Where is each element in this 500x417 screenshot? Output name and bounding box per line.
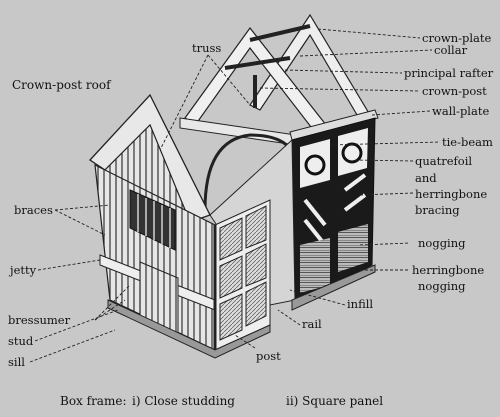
label-and: and — [415, 171, 437, 185]
label-bracing: bracing — [415, 203, 460, 217]
label-jetty: jetty — [10, 263, 37, 277]
close-studding-building — [89, 93, 271, 359]
label-infill: infill — [347, 297, 374, 311]
label-herringbone: herringbone — [415, 187, 488, 201]
square-panel-building — [179, 13, 379, 311]
label-braces: braces — [14, 203, 53, 217]
label-wall-plate: wall-plate — [432, 104, 490, 118]
label-tie-beam: tie-beam — [442, 135, 493, 149]
collar — [224, 56, 291, 70]
label-quatrefoil: quatrefoil — [415, 154, 473, 168]
window — [129, 189, 176, 251]
caption-prefix: Box frame: — [60, 394, 127, 408]
diagram-title: Crown-post roof — [12, 78, 111, 92]
wall-plate — [289, 109, 379, 141]
label-post: post — [256, 349, 281, 363]
crown-plate — [249, 24, 311, 42]
label-nogging: nogging — [418, 236, 466, 250]
sill — [107, 299, 271, 359]
label-crown-post: crown-post — [422, 84, 487, 98]
leader-lines — [29, 28, 441, 363]
label-crown-plate: crown-plate — [422, 31, 492, 45]
caption-square-panel: ii) Square panel — [286, 394, 384, 408]
label-nogging-2: nogging — [418, 279, 466, 293]
label-bressumer: bressumer — [8, 313, 71, 327]
label-stud: stud — [8, 334, 34, 348]
label-collar: collar — [434, 43, 468, 57]
label-principal-rafter: principal rafter — [404, 66, 494, 80]
quatrefoil — [304, 154, 326, 176]
caption-close-studding: i) Close studding — [132, 394, 235, 408]
label-herringbone-nogging: herringbone — [412, 263, 485, 277]
nogging — [300, 238, 330, 293]
label-truss: truss — [192, 41, 222, 55]
label-rail: rail — [302, 317, 322, 331]
label-sill: sill — [8, 355, 25, 369]
